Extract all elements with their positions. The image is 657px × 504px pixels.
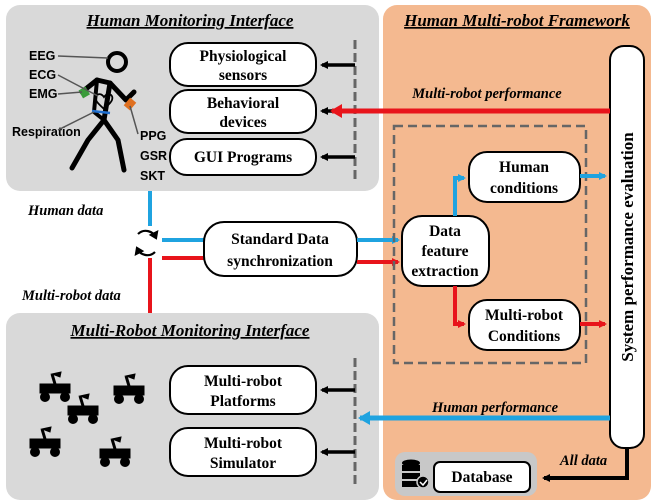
- robot-fleet-icon: [29, 371, 145, 467]
- sensor-label-eeg: EEG: [29, 49, 55, 63]
- physiological-sensors-box: Physiological sensors: [169, 42, 317, 87]
- multi-robot-platforms-line1: Multi-robot: [204, 373, 283, 390]
- system-evaluation-box: System performance evaluation: [609, 45, 645, 449]
- respiration-belt: [91, 109, 111, 115]
- multi-robot-framework-panel: [383, 5, 651, 500]
- gui-programs-label: GUI Programs: [194, 149, 292, 166]
- multi-robot-platforms-box: Multi-robot Platforms: [169, 365, 317, 415]
- feature-extraction-box: Data feature extraction: [401, 215, 490, 287]
- multi-robot-platforms-line2: Platforms: [210, 393, 275, 410]
- system-evaluation-label: System performance evaluation: [618, 132, 637, 362]
- sensor-label-gsr: GSR: [140, 149, 167, 163]
- feature-line1: Data: [429, 223, 461, 240]
- behavioral-devices-box: Behavioral devices: [169, 89, 317, 134]
- human-data-label: Human data: [27, 203, 103, 219]
- gui-programs-box: GUI Programs: [169, 138, 317, 176]
- robot-conditions-line1: Multi-robot: [485, 307, 564, 324]
- sensor-label-skt: SKT: [140, 169, 165, 183]
- sensor-label-emg: EMG: [29, 87, 57, 101]
- human-conditions-line2: conditions: [490, 180, 558, 197]
- robot-conditions-line2: Conditions: [488, 328, 560, 345]
- sensor-label-ppg: PPG: [140, 129, 166, 143]
- sensor-label-respiration: Respiration: [12, 125, 81, 139]
- human-monitoring-title: Human Monitoring Interface: [86, 11, 294, 30]
- ppg-sensor-band: [123, 97, 137, 111]
- robot-bus-arrows: [320, 386, 355, 456]
- robot-monitoring-title: Multi-Robot Monitoring Interface: [70, 321, 310, 340]
- human-conditions-box: Human conditions: [468, 151, 581, 203]
- sensor-leader-lines: [57, 55, 139, 135]
- behavioral-devices-line2: devices: [219, 114, 266, 131]
- multi-robot-performance-label: Multi-robot performance: [411, 86, 562, 102]
- data-sync-line2: synchronization: [227, 253, 333, 270]
- sensor-label-ecg: ECG: [29, 68, 56, 82]
- data-sync-box: Standard Data synchronization: [203, 221, 358, 277]
- sync-cycle-icon: [134, 229, 159, 257]
- data-sync-line1: Standard Data: [231, 231, 329, 248]
- robot-conditions-box: Multi-robot Conditions: [468, 299, 581, 351]
- multi-robot-simulator-line2: Simulator: [210, 455, 276, 472]
- multi-robot-data-label: Multi-robot data: [21, 288, 121, 304]
- all-data-arrow: [542, 448, 629, 482]
- sensor-labels: EEG ECG EMG Respiration PPG GSR SKT: [12, 49, 167, 183]
- feature-to-robot-conditions: [453, 286, 466, 328]
- database-label: Database: [451, 469, 512, 486]
- multi-robot-simulator-line1: Multi-robot: [204, 435, 283, 452]
- processing-dashed-region: [392, 124, 588, 365]
- feature-to-human-conditions: [453, 174, 466, 216]
- feature-line2: feature: [421, 243, 468, 260]
- all-data-label: All data: [559, 453, 607, 469]
- behavioral-devices-line1: Behavioral: [207, 95, 280, 112]
- multi-robot-simulator-box: Multi-robot Simulator: [169, 427, 317, 477]
- physiological-sensors-line1: Physiological: [200, 48, 288, 65]
- framework-title: Human Multi-robot Framework: [403, 11, 630, 30]
- human-performance-label: Human performance: [431, 400, 559, 416]
- database-icon: [402, 459, 430, 489]
- physiological-sensors-line2: sensors: [219, 67, 267, 84]
- feature-line3: extraction: [411, 263, 479, 280]
- database-box: Database: [395, 452, 537, 496]
- human-conditions-line1: Human: [499, 159, 549, 176]
